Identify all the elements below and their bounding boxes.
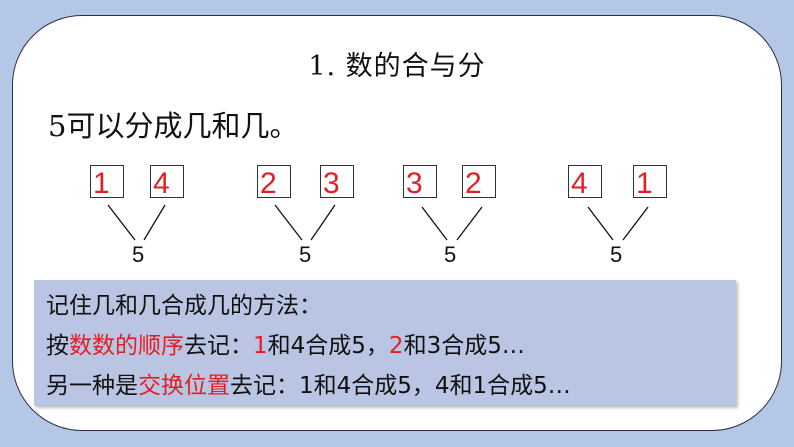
number-right: 3 <box>323 167 340 200</box>
method-info-box: 记住几和几合成几的方法： 按数数的顺序去记：1和4合成5，2和3合成5… 另一种… <box>34 280 736 406</box>
sum-number: 5 <box>299 242 312 267</box>
method-heading: 记住几和几合成几的方法： <box>46 293 322 319</box>
number-right: 1 <box>636 167 653 200</box>
text: 按 <box>46 333 69 359</box>
sum-number: 5 <box>610 242 623 267</box>
text: 去记： <box>184 333 253 359</box>
number-box-right: 4 <box>150 165 184 200</box>
number-left: 1 <box>93 167 110 200</box>
highlight-number: 1 <box>253 333 268 359</box>
text: 和3合成5… <box>403 333 525 359</box>
number-box-right: 3 <box>320 165 354 200</box>
text: 另一种是 <box>46 373 138 399</box>
slide-subtitle: 5可以分成几和几。 <box>48 109 299 143</box>
number-left: 3 <box>406 167 423 200</box>
number-box-right: 2 <box>462 165 496 200</box>
sum-number: 5 <box>132 242 145 267</box>
highlight-number: 2 <box>388 333 404 359</box>
text: 去记：1和4合成5，4和1合成5… <box>230 373 571 399</box>
number-left: 2 <box>260 167 277 200</box>
sum-number: 5 <box>444 242 457 267</box>
decomposition-pair-1: 1 4 5 <box>88 160 208 275</box>
number-box-left: 3 <box>403 165 437 200</box>
method-line-order: 按数数的顺序去记：1和4合成5，2和3合成5… <box>46 326 525 360</box>
slide-title: 1. 数的合与分 <box>308 51 486 82</box>
branch-lines <box>274 204 336 241</box>
decomposition-pair-2: 2 3 5 <box>255 160 375 275</box>
number-right: 4 <box>153 167 170 200</box>
branch-lines <box>421 206 483 241</box>
number-left: 4 <box>571 167 588 200</box>
highlight-text: 交换位置 <box>138 373 230 399</box>
number-box-left: 2 <box>257 165 291 200</box>
branch-lines <box>107 204 166 241</box>
number-box-left: 4 <box>568 165 602 200</box>
text: 和4合成5， <box>267 333 389 359</box>
number-box-left: 1 <box>90 165 124 200</box>
number-box-right: 1 <box>633 165 667 200</box>
method-line-swap: 另一种是交换位置去记：1和4合成5，4和1合成5… <box>46 366 571 400</box>
decomposition-pair-3: 3 2 5 <box>402 160 522 275</box>
decomposition-pair-4: 4 1 5 <box>568 160 688 275</box>
number-right: 2 <box>465 167 482 200</box>
highlight-text: 数数的顺序 <box>69 333 184 359</box>
branch-lines <box>587 206 649 241</box>
